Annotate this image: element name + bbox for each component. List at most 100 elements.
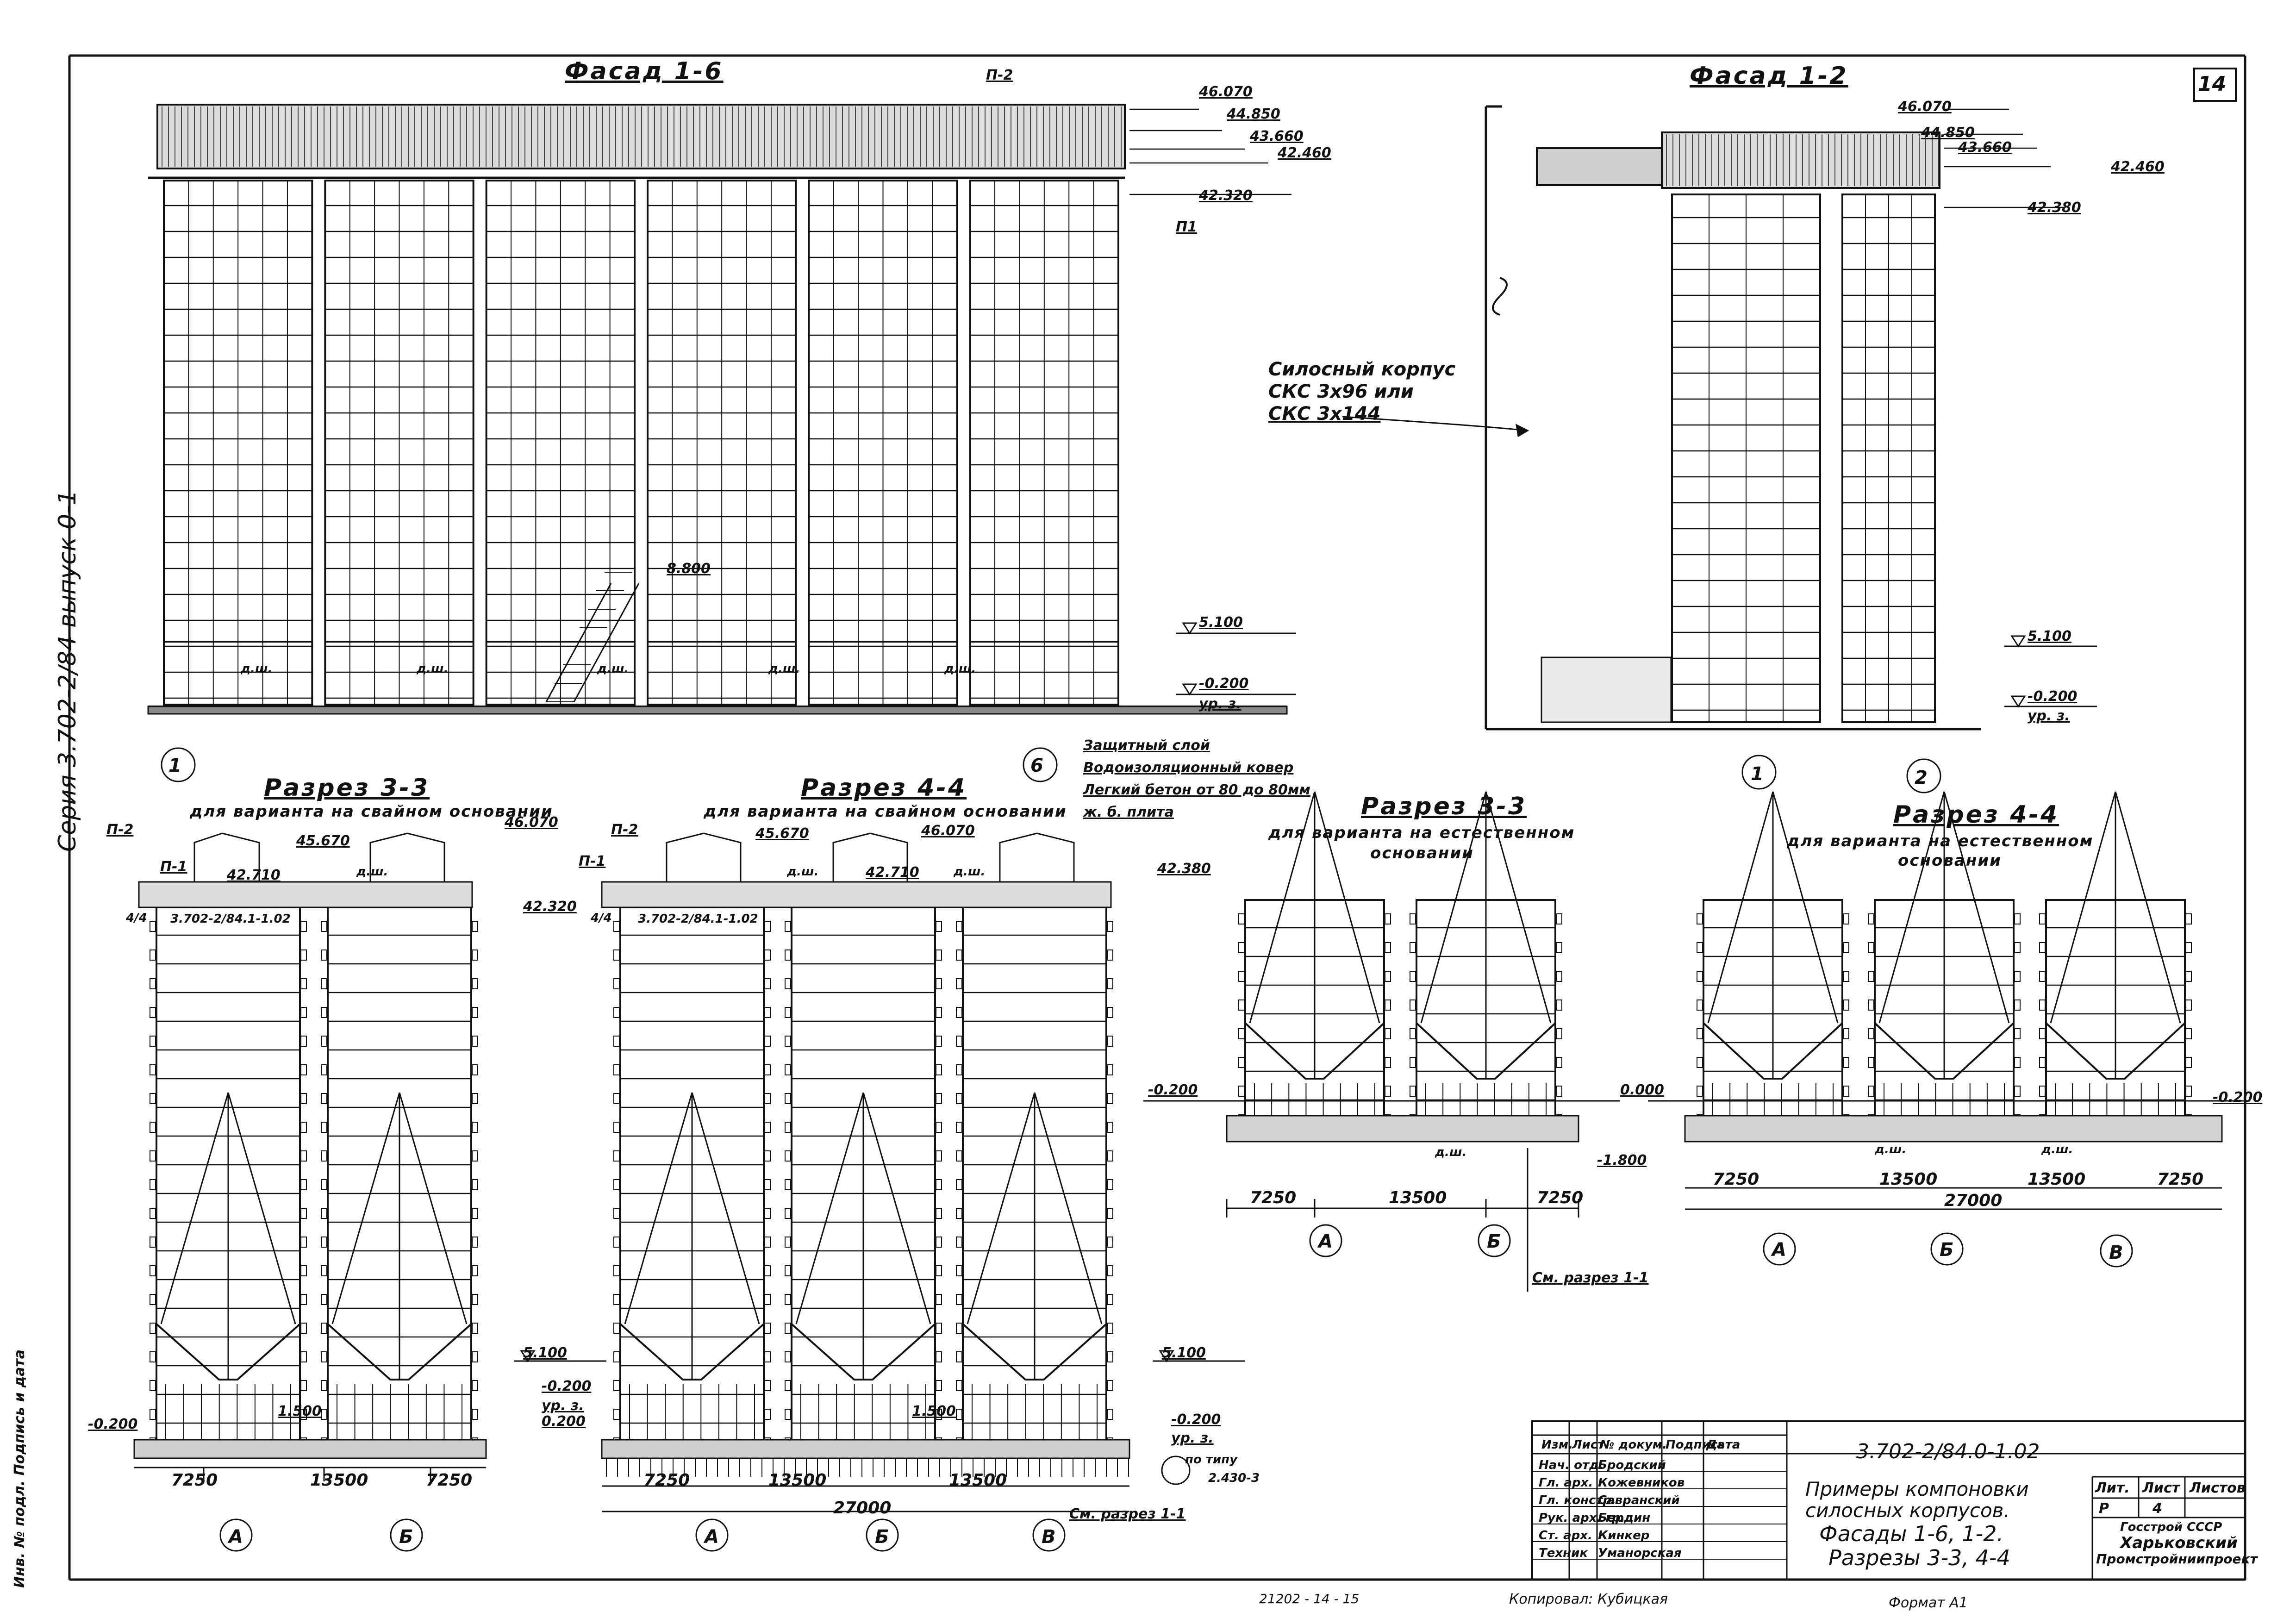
- sec44p-dim-3: 13500: [949, 1471, 1007, 1490]
- facade-1-2-level-43660: 43.660: [1958, 139, 2012, 156]
- sec33n-silo-rib: [1556, 913, 1562, 924]
- sec44p-silo-rib: [785, 1150, 791, 1162]
- sec33n-dim-1: 7250: [1250, 1188, 1297, 1207]
- sec44n-axis-b-circle: [1930, 1232, 1964, 1266]
- sec33p-silo-rib: [321, 1064, 327, 1075]
- sec33p-silo-rib: [472, 1122, 478, 1133]
- sec44p-silo-rib: [936, 1064, 942, 1075]
- sec33p-silo-rib: [472, 1179, 478, 1190]
- sec44n-silo-rib: [1868, 1086, 1874, 1097]
- sec44p-silo-rib: [956, 1323, 962, 1334]
- sec33n-dim-2: 13500: [1389, 1188, 1447, 1207]
- sec33p-silo-rib: [321, 1351, 327, 1362]
- sec44p-silo-rib: [1107, 1179, 1113, 1190]
- sec33p-silo-rib: [300, 1409, 307, 1420]
- sec33p-silo-rib: [300, 1351, 307, 1362]
- sec33p-silo-rib: [472, 1007, 478, 1018]
- sec33p-silo-rib: [321, 1323, 327, 1334]
- sec33p-silo-rib: [150, 1208, 156, 1219]
- sec44p-silo-rib: [936, 1007, 942, 1018]
- sec33p-silo-rib: [321, 949, 327, 961]
- sec44p-silo-rib: [764, 1093, 771, 1104]
- sec44n-axis-v-circle: [2100, 1234, 2133, 1268]
- sec33p-silo-rib: [150, 1036, 156, 1047]
- sec44p-silo-rib: [1107, 1007, 1113, 1018]
- sec33p-silo-rib: [321, 1179, 327, 1190]
- sec44p-axis-b-circle: [866, 1518, 899, 1552]
- sec33n-dim-3: 7250: [1537, 1188, 1584, 1207]
- sec44p-silo-rib: [936, 949, 942, 961]
- sec44p-silo-rib: [1107, 1036, 1113, 1047]
- sec44p-silo-rib: [613, 1351, 620, 1362]
- sec44p-silo-rib: [764, 1179, 771, 1190]
- sec44n-silo-rib: [2014, 913, 2021, 924]
- sec44n-dim-3: 13500: [2028, 1170, 2086, 1189]
- sec33p-silo-rib: [150, 1323, 156, 1334]
- sec33p-silo-rib: [321, 1007, 327, 1018]
- layers-note-1: Защитный слой: [1083, 737, 1210, 754]
- sec44p-axis-a-circle: [695, 1518, 729, 1552]
- sec44p-silo-rib: [785, 1064, 791, 1075]
- sec44n-silo-rib: [2039, 1028, 2046, 1039]
- side-series-label: Серия 3.702-2/84 выпуск 0-1: [54, 490, 81, 852]
- sec44p-silo-rib: [936, 1294, 942, 1305]
- sec44p-silo-rib: [936, 1351, 942, 1362]
- sec33p-silo-rib: [300, 1150, 307, 1162]
- sec33n-silo-rib: [1556, 1028, 1562, 1039]
- tb-name-3: Савранский: [1598, 1493, 1680, 1507]
- sec44p-silo-rib: [956, 1208, 962, 1219]
- sec44p-axis-b: Б: [875, 1526, 889, 1548]
- facade-1-6-stair-stringer: [545, 583, 612, 702]
- sec33n-silo-rib: [1238, 1028, 1245, 1039]
- tb-lit-label: Лит.: [2095, 1480, 2130, 1496]
- sec33p-axis-b: Б: [399, 1526, 413, 1548]
- sec44p-dsh-2: д.ш.: [954, 865, 986, 879]
- sec44n-subtitle-1: для варианта на естественном: [1787, 832, 2094, 850]
- sec44n-bracing: [1878, 791, 2010, 1079]
- sec44n-silo-rib: [1843, 1086, 1849, 1097]
- layers-note-3: Легкий бетон от 80 до 80мм: [1083, 782, 1310, 798]
- sec44p-silo-rib: [613, 978, 620, 989]
- tb-desc-4: Разрезы 3-3, 4-4: [1828, 1545, 2010, 1570]
- sec44p-silo-rib: [785, 1380, 791, 1391]
- sec44n-silo-rib: [1868, 1057, 1874, 1068]
- sec44p-axis-v: В: [1042, 1526, 1056, 1548]
- sec33p-silo-rib: [300, 1122, 307, 1133]
- facade-1-2-title: Фасад 1-2: [1690, 62, 1848, 90]
- sec44p-silo-rib: [956, 1351, 962, 1362]
- tb-role-3: Гл. констр.: [1539, 1493, 1616, 1507]
- sec44p-level-42380: 42.380: [1157, 861, 1211, 877]
- sec33p-silo-rib: [321, 1409, 327, 1420]
- facade-1-6-mark-p2: П-2: [986, 67, 1013, 83]
- sec44p-bracing: [624, 1092, 760, 1380]
- sec33n-axis-b-circle: [1478, 1224, 1511, 1257]
- facade-1-6-dsh-3: д.ш.: [597, 662, 629, 676]
- sec44p-title: Разрез 4-4: [801, 774, 967, 802]
- sec44p-axis-v-circle: [1032, 1518, 1066, 1552]
- sec44p-silo-rib: [785, 1208, 791, 1219]
- sec44p-ref: 3.702-2/84.1-1.02: [638, 912, 758, 926]
- sec44p-silo-rib: [1107, 1064, 1113, 1075]
- facade-1-6-ground: ур. з.: [1199, 696, 1242, 712]
- sec44p-silo-rib: [764, 1208, 771, 1219]
- tb-desc-2: силосных корпусов.: [1805, 1499, 2010, 1522]
- sec44p-silo-rib: [956, 1150, 962, 1162]
- sec33p-mark-p1: П-1: [160, 859, 187, 875]
- sec33p-silo-rib: [472, 1351, 478, 1362]
- sec44p-silo-rib: [1107, 1409, 1113, 1420]
- sec33p-silo-rib: [472, 1237, 478, 1248]
- sec33p-silo-rib: [472, 921, 478, 932]
- sec33n-silo-rib: [1385, 971, 1391, 982]
- sec33n-silo-rib: [1238, 1086, 1245, 1097]
- sec33n-silo-rib: [1556, 1086, 1562, 1097]
- sec33p-silo-rib: [472, 1265, 478, 1276]
- facade-1-2-level-46070: 46.070: [1898, 99, 1952, 115]
- sec44n-silo-rib: [1697, 942, 1703, 953]
- sec44n-silo-rib: [2014, 1086, 2021, 1097]
- facade-1-2-level-42380: 42.380: [2028, 200, 2081, 216]
- sec33n-silo-rib: [1410, 999, 1416, 1011]
- sec33p-silo-rib: [321, 1380, 327, 1391]
- facade-1-6-level-44850: 44.850: [1227, 106, 1280, 122]
- sec44n-silo-rib: [1868, 1028, 1874, 1039]
- sec44p-silo-rib: [1107, 1380, 1113, 1391]
